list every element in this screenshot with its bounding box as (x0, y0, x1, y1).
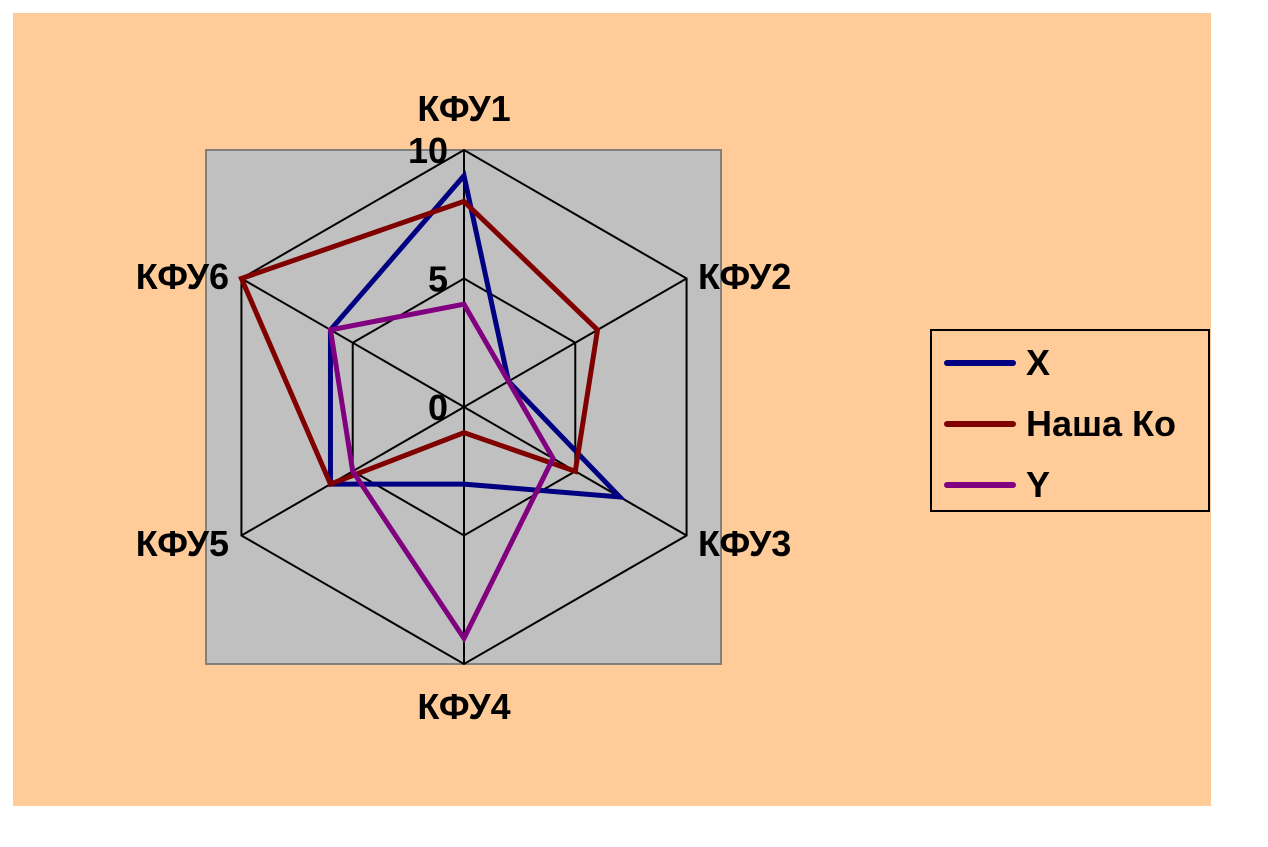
tick-label-10: 10 (408, 130, 448, 171)
axis-spoke-6 (240, 277, 465, 408)
legend-swatch-nasha-ko (944, 421, 1016, 427)
category-label-4: КФУ4 (417, 686, 510, 727)
legend-label-y: Y (1026, 464, 1051, 505)
legend: X Наша Ко Y (930, 329, 1210, 512)
category-label-5: КФУ5 (136, 523, 229, 564)
tick-label-0: 0 (428, 387, 448, 428)
category-label-2: КФУ2 (698, 256, 791, 297)
legend-item-nasha-ko: Наша Ко (944, 403, 1177, 444)
category-label-1: КФУ1 (417, 88, 510, 129)
legend-item-x: X (944, 342, 1051, 383)
legend-swatch-x (944, 360, 1016, 366)
legend-label-x: X (1026, 342, 1051, 383)
category-label-3: КФУ3 (698, 523, 791, 564)
legend-label-nasha-ko: Наша Ко (1026, 403, 1177, 444)
radar-series (238, 170, 627, 644)
axis-spoke-2 (463, 277, 688, 408)
category-label-6: КФУ6 (136, 256, 229, 297)
tick-label-5: 5 (428, 259, 448, 300)
series-line-2 (238, 198, 601, 488)
series-line-3 (327, 301, 556, 644)
legend-item-y: Y (944, 464, 1051, 505)
legend-swatch-y (944, 482, 1016, 488)
